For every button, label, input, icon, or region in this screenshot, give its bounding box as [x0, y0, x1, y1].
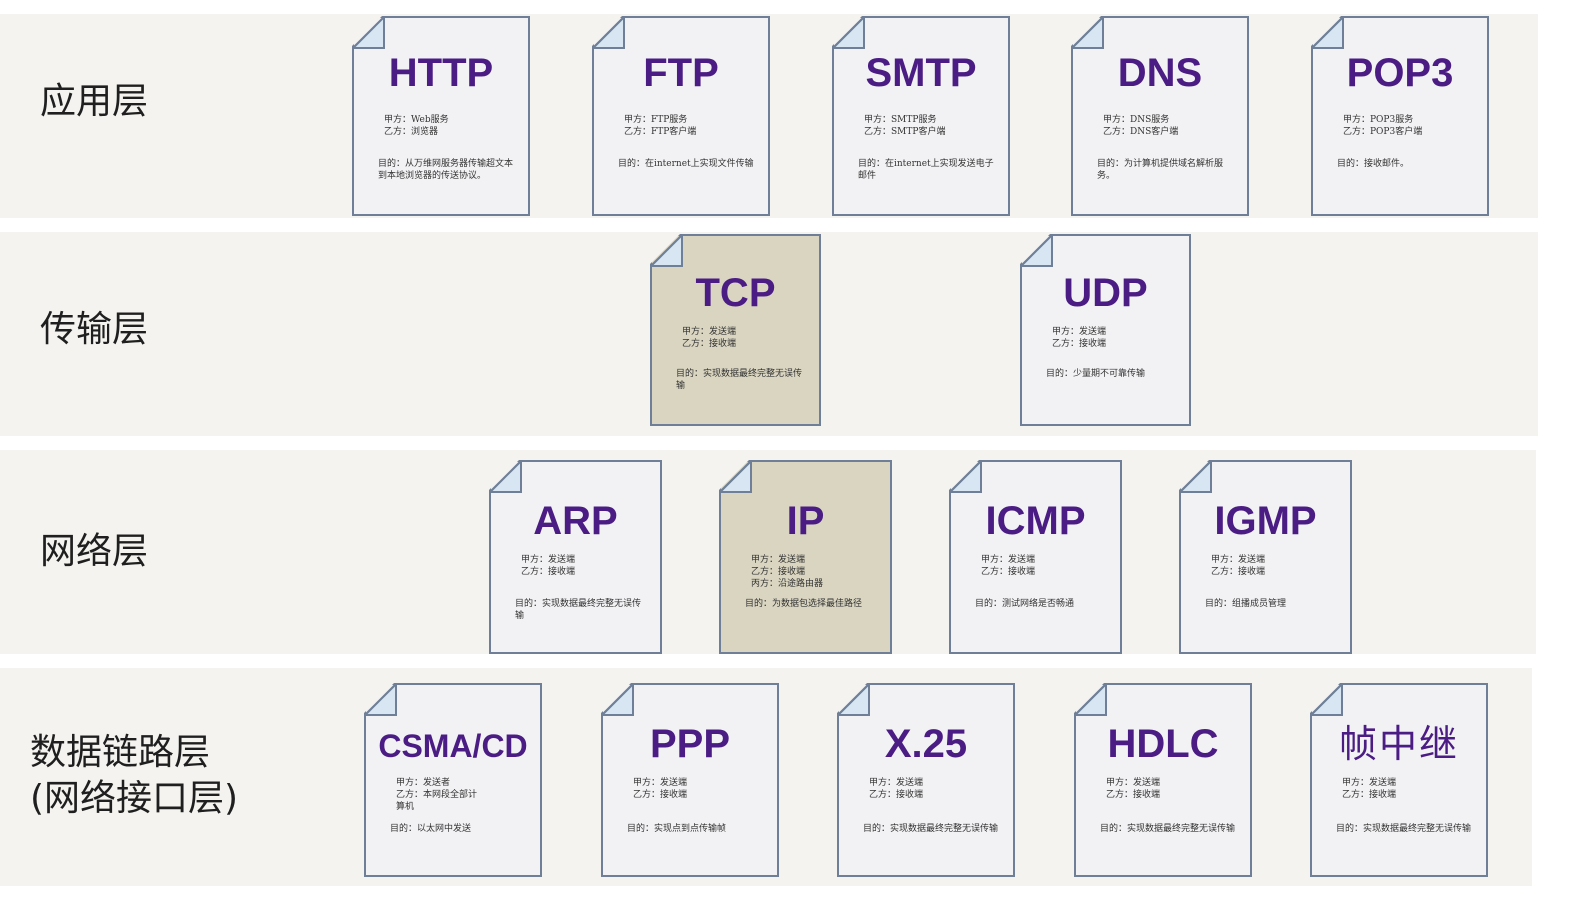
protocol-parties: 甲方：SMTP服务 乙方：SMTP客户端	[864, 115, 946, 137]
protocol-purpose: 目的：为数据包选择最佳路径	[745, 599, 863, 609]
protocol-parties: 甲方：DNS服务 乙方：DNS客户端	[1103, 115, 1179, 137]
protocol-purpose: 目的：实现点到点传输帧	[627, 824, 727, 834]
protocol-name: CSMA/CD	[378, 728, 528, 764]
layer-label-transport: 传输层	[40, 309, 149, 350]
protocol-name: FTP	[643, 51, 719, 95]
layer-label-network: 网络层	[40, 531, 149, 572]
protocol-card-pop3: POP3 甲方：POP3服务 乙方：POP3客户端 目的：接收邮件。	[1311, 16, 1489, 216]
protocol-parties: 甲方：发送端 乙方：接收端	[1052, 327, 1107, 349]
protocol-purpose: 目的：接收邮件。	[1337, 159, 1410, 169]
protocol-parties: 甲方：发送者 乙方：本网段全部计算机	[396, 778, 478, 812]
protocol-parties: 甲方：POP3服务 乙方：POP3客户端	[1343, 115, 1423, 137]
folded-corner-icon	[949, 460, 982, 493]
protocol-purpose: 目的：实现数据最终完整无误传输	[1336, 824, 1472, 834]
protocol-card-tcp: TCP 甲方：发送端 乙方：接收端 目的：实现数据最终完整无误传输	[650, 234, 821, 426]
protocol-card-hdlc: HDLC 甲方：发送端 乙方：接收端 目的：实现数据最终完整无误传输	[1074, 683, 1252, 877]
protocol-purpose: 目的：组播成员管理	[1205, 599, 1287, 609]
protocol-purpose: 目的：少量期不可靠传输	[1046, 369, 1146, 379]
layer-label-datalink: 数据链路层 (网络接口层)	[30, 732, 239, 819]
protocol-parties: 甲方：发送端 乙方：接收端	[521, 555, 576, 577]
protocol-name: PPP	[649, 722, 731, 766]
folded-corner-icon	[1311, 16, 1344, 49]
folded-corner-icon	[650, 234, 683, 267]
protocol-card-http: HTTP 甲方：Web服务 乙方：浏览器 目的：从万维网服务器传输超文本到本地浏…	[352, 16, 530, 216]
protocol-parties: 甲方：发送端 乙方：接收端	[869, 778, 924, 800]
protocol-name: HTTP	[388, 51, 494, 95]
folded-corner-icon	[601, 683, 634, 716]
protocol-purpose: 目的：以太网中发送	[390, 824, 472, 834]
protocol-name: TCP	[695, 271, 776, 315]
folded-corner-icon	[352, 16, 385, 49]
protocol-parties: 甲方：发送端 乙方：接收端	[633, 778, 688, 800]
protocol-card-ppp: PPP 甲方：发送端 乙方：接收端 目的：实现点到点传输帧	[601, 683, 779, 877]
protocol-purpose: 目的：实现数据最终完整无误传输	[515, 599, 642, 621]
protocol-name: X.25	[884, 722, 968, 766]
protocol-card-smtp: SMTP 甲方：SMTP服务 乙方：SMTP客户端 目的：在internet上实…	[832, 16, 1010, 216]
protocol-name: DNS	[1117, 51, 1203, 95]
protocol-card-udp: UDP 甲方：发送端 乙方：接收端 目的：少量期不可靠传输	[1020, 234, 1191, 426]
protocol-purpose: 目的：实现数据最终完整无误传输	[676, 369, 803, 391]
protocol-name: POP3	[1346, 51, 1454, 95]
protocol-name: UDP	[1063, 271, 1148, 315]
protocol-parties: 甲方：Web服务 乙方：浏览器	[384, 115, 449, 137]
protocol-name: ICMP	[985, 499, 1086, 543]
protocol-name: HDLC	[1107, 722, 1219, 766]
protocol-name: IGMP	[1214, 499, 1317, 543]
folded-corner-icon	[364, 683, 397, 716]
protocol-parties: 甲方：发送端 乙方：接收端	[1106, 778, 1161, 800]
folded-corner-icon	[719, 460, 752, 493]
protocol-card-arp: ARP 甲方：发送端 乙方：接收端 目的：实现数据最终完整无误传输	[489, 460, 662, 654]
protocol-name: 帧中继	[1338, 722, 1459, 766]
protocol-purpose: 目的：在internet上实现文件传输	[618, 159, 754, 169]
protocol-purpose: 目的：从万维网服务器传输超文本到本地浏览器的传送协议。	[378, 159, 514, 181]
protocol-purpose: 目的：实现数据最终完整无误传输	[863, 824, 999, 834]
protocol-purpose: 目的：为计算机提供域名解析服务。	[1097, 159, 1224, 181]
folded-corner-icon	[1179, 460, 1212, 493]
protocol-card-igmp: IGMP 甲方：发送端 乙方：接收端 目的：组播成员管理	[1179, 460, 1352, 654]
folded-corner-icon	[489, 460, 522, 493]
protocol-purpose: 目的：测试网络是否畅通	[975, 599, 1075, 609]
protocol-card-ip: IP 甲方：发送端 乙方：接收端 丙方：沿途路由器 目的：为数据包选择最佳路径	[719, 460, 892, 654]
protocol-parties: 甲方：发送端 乙方：接收端	[682, 327, 737, 349]
protocol-purpose: 目的：实现数据最终完整无误传输	[1100, 824, 1236, 834]
protocol-name: SMTP	[865, 51, 977, 95]
protocol-parties: 甲方：发送端 乙方：接收端 丙方：沿途路由器	[751, 555, 824, 589]
protocol-name: IP	[786, 499, 825, 543]
folded-corner-icon	[1074, 683, 1107, 716]
protocol-card-x25: X.25 甲方：发送端 乙方：接收端 目的：实现数据最终完整无误传输	[837, 683, 1015, 877]
layer-label-application: 应用层	[40, 81, 149, 122]
folded-corner-icon	[592, 16, 625, 49]
protocol-name: ARP	[533, 499, 618, 543]
protocol-card-icmp: ICMP 甲方：发送端 乙方：接收端 目的：测试网络是否畅通	[949, 460, 1122, 654]
protocol-card-csma-cd: CSMA/CD 甲方：发送者 乙方：本网段全部计算机 目的：以太网中发送	[364, 683, 542, 877]
protocol-parties: 甲方：发送端 乙方：接收端	[981, 555, 1036, 577]
folded-corner-icon	[1071, 16, 1104, 49]
protocol-parties: 甲方：发送端 乙方：接收端	[1342, 778, 1397, 800]
protocol-parties: 甲方：发送端 乙方：接收端	[1211, 555, 1266, 577]
folded-corner-icon	[837, 683, 870, 716]
folded-corner-icon	[832, 16, 865, 49]
protocol-card-frame-relay: 帧中继 甲方：发送端 乙方：接收端 目的：实现数据最终完整无误传输	[1310, 683, 1488, 877]
protocol-card-ftp: FTP 甲方：FTP服务 乙方：FTP客户端 目的：在internet上实现文件…	[592, 16, 770, 216]
protocol-parties: 甲方：FTP服务 乙方：FTP客户端	[624, 115, 697, 137]
folded-corner-icon	[1310, 683, 1343, 716]
protocol-purpose: 目的：在internet上实现发送电子邮件	[858, 159, 994, 181]
folded-corner-icon	[1020, 234, 1053, 267]
protocol-card-dns: DNS 甲方：DNS服务 乙方：DNS客户端 目的：为计算机提供域名解析服务。	[1071, 16, 1249, 216]
